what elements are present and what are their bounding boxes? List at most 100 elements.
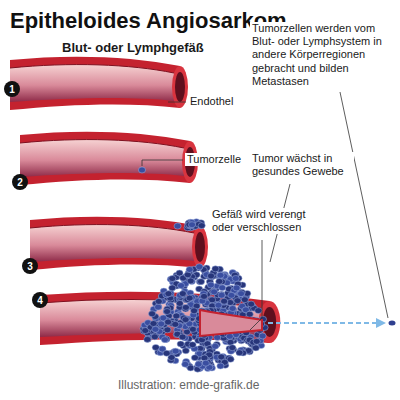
tumor-cell <box>232 275 239 281</box>
tumor-cell <box>161 337 168 343</box>
tumor-cell <box>179 334 186 340</box>
callout-number: 3 <box>22 258 38 274</box>
tumor-cell <box>152 326 159 332</box>
caption: Illustration: emde-grafik.de <box>118 378 259 392</box>
vessel-3 <box>30 217 208 270</box>
tumor-cell <box>154 304 161 310</box>
tumor-cell <box>233 285 240 291</box>
tumor-cell <box>169 275 176 281</box>
title: Epitheloides Angiosarkom <box>10 8 287 34</box>
tumor-cell <box>227 339 234 345</box>
tumor-cell <box>198 223 205 229</box>
note: Tumorzellen werden vom Blut- oder Lymphs… <box>250 22 400 88</box>
callout-number: 2 <box>12 174 28 190</box>
tumor-cell <box>177 283 184 289</box>
tumor-cell <box>177 341 184 347</box>
tumor-cell <box>200 293 207 299</box>
tumor-cell <box>148 311 155 317</box>
callout-number-text: 1 <box>9 84 15 95</box>
tumor-cell <box>164 309 171 315</box>
tumor-cell <box>195 361 202 367</box>
tumor-cell <box>169 285 176 291</box>
tumor-cell <box>196 264 203 270</box>
tumor-cell <box>182 348 189 354</box>
tumor-cell <box>234 298 241 304</box>
vessel-2 <box>20 132 198 185</box>
callout-number-text: 4 <box>37 295 43 306</box>
tumor-cell <box>182 361 189 367</box>
tumor-cell <box>209 297 216 303</box>
part-label: Endothel <box>188 95 235 108</box>
tumor-cell <box>189 326 196 332</box>
tumor-cell <box>219 285 226 291</box>
tumor-cells <box>138 167 268 372</box>
tumor-cell <box>241 297 248 303</box>
tumor-cell <box>202 360 209 366</box>
narrowed-lumen <box>200 310 262 336</box>
note: Tumor wächst in gesundes Gewebe <box>250 152 354 178</box>
tumor-cell <box>187 278 194 284</box>
tumor-cell <box>150 321 157 327</box>
vessel-1 <box>10 57 188 110</box>
tumor-cell <box>217 363 224 369</box>
tumor-cell <box>252 345 259 351</box>
tumor-cell <box>163 309 170 315</box>
leader-line <box>262 240 263 318</box>
tumor-cell <box>236 350 243 356</box>
tumor-cell <box>207 273 214 279</box>
tumor-cell <box>259 333 266 339</box>
tumor-cell <box>155 298 162 304</box>
callout-number: 4 <box>32 292 48 308</box>
tumor-cell <box>246 311 253 317</box>
metastasis-arrow <box>268 322 378 324</box>
tumor-cell <box>255 308 262 314</box>
leader-line <box>340 92 388 318</box>
tumor-cell <box>163 350 170 356</box>
metastasis-arrowhead <box>376 318 386 328</box>
tumor-cell <box>248 301 255 307</box>
part-label: Tumorzelle <box>185 153 243 166</box>
tumor-cell <box>152 344 159 350</box>
tumor-cell <box>186 267 193 273</box>
tumor-cell <box>218 292 225 298</box>
tumor-cell <box>221 298 228 304</box>
tumor-cell <box>144 336 151 342</box>
tumor-cell <box>151 334 158 340</box>
tumor-cell <box>229 345 236 351</box>
tumor-cell <box>253 338 260 344</box>
note: Gefäß wird verengt oder verschlossen <box>210 208 314 234</box>
tumor-cell <box>237 291 244 297</box>
tumor-cell <box>210 289 217 295</box>
tumor-cell <box>389 321 396 326</box>
tumor-cell <box>174 223 181 229</box>
tumor-cell <box>182 317 189 323</box>
leader-line <box>142 160 183 161</box>
leader-line <box>250 318 262 330</box>
tumor-cell <box>228 292 235 298</box>
tumor-cell <box>217 272 224 278</box>
tumor-cell <box>176 300 183 306</box>
tumor-cell <box>172 348 179 354</box>
tumor-cell <box>197 279 204 285</box>
tumor-cell <box>179 291 186 297</box>
tumor-cell <box>212 343 219 349</box>
tumor-cell <box>229 305 236 311</box>
tumor-cell <box>190 308 197 314</box>
vessel-4 <box>40 292 280 345</box>
tumor-cell <box>191 355 198 361</box>
tumor-cell <box>164 319 171 325</box>
leader-line <box>168 102 186 103</box>
tumor-cell <box>186 295 193 301</box>
tumor-cell <box>212 266 219 272</box>
tumor-cell <box>182 304 189 310</box>
tumor-cell <box>172 321 179 327</box>
tumor-cell <box>216 278 223 284</box>
tumor-cell <box>155 304 162 310</box>
tumor-cell <box>144 336 151 342</box>
tumor-cell <box>173 313 180 319</box>
tumor-cell <box>158 321 165 327</box>
tumor-cell <box>188 222 195 228</box>
callout-number-text: 2 <box>17 177 23 188</box>
section-heading: Blut- oder Lymphgefäß <box>62 40 204 56</box>
tumor-cell <box>138 167 145 173</box>
